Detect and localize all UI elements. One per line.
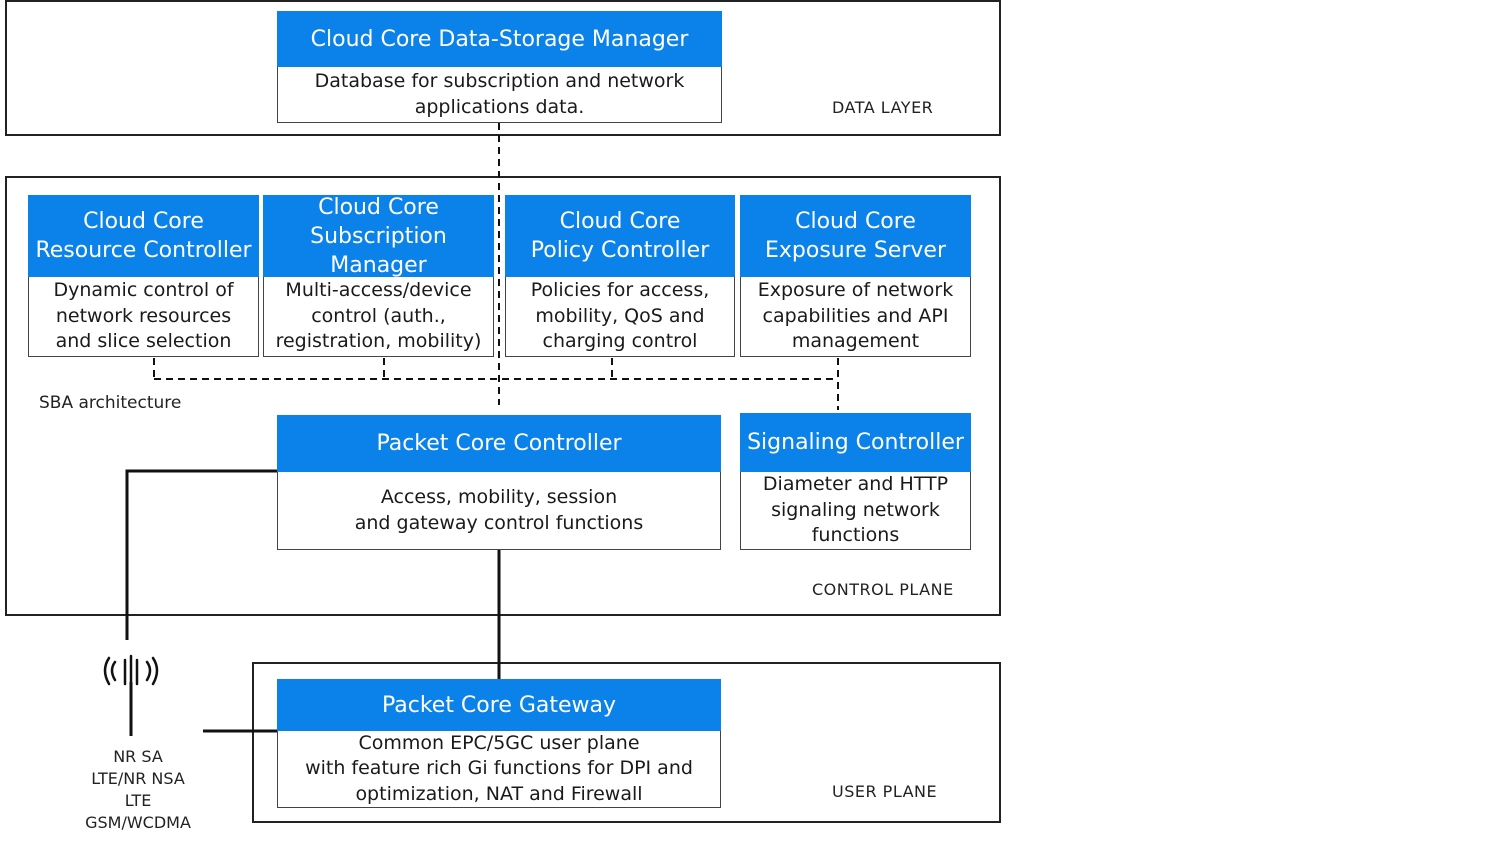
packet-core-controller-node[interactable]: Packet Core Controller Access, mobility,… <box>277 415 721 550</box>
node-title: Cloud Core Resource Controller <box>28 195 259 277</box>
node-description: Exposure of network capabilities and API… <box>740 277 971 357</box>
node-title: Cloud Core Subscription Manager <box>263 195 494 278</box>
node-description: Database for subscription and network ap… <box>277 67 722 123</box>
node-description: Dynamic control of network resources and… <box>28 277 259 357</box>
node-title: Cloud Core Exposure Server <box>740 195 971 277</box>
access-technologies-label: NR SA LTE/NR NSA LTE GSM/WCDMA <box>85 747 191 832</box>
node-title: Signaling Controller <box>740 413 971 472</box>
user-plane-frame <box>252 662 1001 823</box>
node-title: Cloud Core Policy Controller <box>505 195 735 277</box>
sba-architecture-label: SBA architecture <box>39 393 182 413</box>
policy-controller-node[interactable]: Cloud Core Policy Controller Policies fo… <box>505 195 735 357</box>
packet-core-gateway-node[interactable]: Packet Core Gateway Common EPC/5GC user … <box>277 679 721 808</box>
data-layer-label: DATA LAYER <box>832 98 934 117</box>
node-description: Common EPC/5GC user plane with feature r… <box>277 731 721 808</box>
node-title: Packet Core Gateway <box>277 679 721 731</box>
data-storage-manager-node[interactable]: Cloud Core Data-Storage Manager Database… <box>277 11 722 123</box>
node-description: Policies for access, mobility, QoS and c… <box>505 277 735 357</box>
radio-antenna-icon <box>103 654 159 690</box>
signaling-controller-node[interactable]: Signaling Controller Diameter and HTTP s… <box>740 413 971 550</box>
user-plane-label: USER PLANE <box>832 782 938 801</box>
subscription-manager-node[interactable]: Cloud Core Subscription Manager Multi-ac… <box>263 195 494 357</box>
node-description: Multi-access/device control (auth., regi… <box>263 277 494 357</box>
data-layer-frame <box>5 0 1001 136</box>
node-description: Diameter and HTTP signaling network func… <box>740 472 971 550</box>
exposure-server-node[interactable]: Cloud Core Exposure Server Exposure of n… <box>740 195 971 357</box>
node-title: Cloud Core Data-Storage Manager <box>277 11 722 67</box>
control-plane-frame <box>5 176 1001 616</box>
node-title: Packet Core Controller <box>277 415 721 472</box>
node-description: Access, mobility, session and gateway co… <box>277 472 721 550</box>
control-plane-label: CONTROL PLANE <box>812 580 954 599</box>
resource-controller-node[interactable]: Cloud Core Resource Controller Dynamic c… <box>28 195 259 357</box>
